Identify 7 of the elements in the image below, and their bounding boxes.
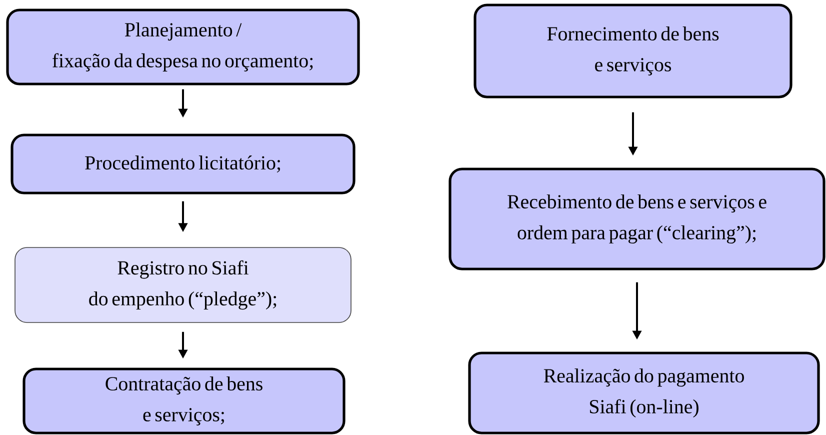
process-box: Planejamento / fixação da despesa no orçamento; (6, 8, 360, 86)
process-box: Contratação de bens e serviços; (22, 368, 346, 434)
process-box: Realização do pagamento Siafi (on-line) (468, 352, 820, 434)
process-box: Recebimento de bens e serviços e ordem para pagar (“clearing”); (448, 168, 826, 270)
process-box: Fornecimento de bens e serviços (474, 4, 792, 98)
process-box: Procedimento licitatório; (10, 134, 356, 194)
process-box: Registro no Siafi do empenho (“pledge”); (14, 247, 352, 323)
